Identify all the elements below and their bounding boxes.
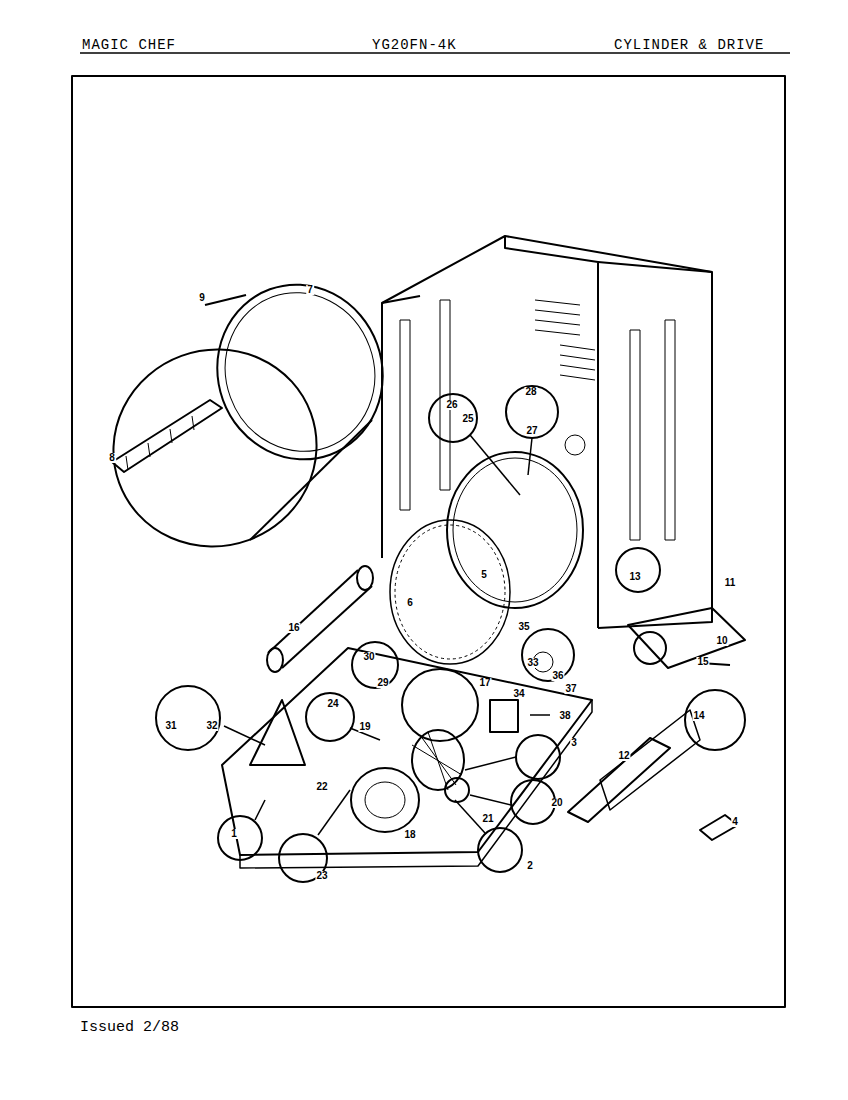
callout-number: 19	[358, 722, 371, 732]
callout-number: 10	[715, 636, 728, 646]
callout-number: 21	[481, 814, 494, 824]
callout-number: 22	[315, 782, 328, 792]
header-text: YG20FN-4K	[372, 38, 457, 52]
callout-number: 13	[628, 572, 641, 582]
callout-number: 35	[517, 622, 530, 632]
callout-number: 24	[326, 699, 339, 709]
callout-number: 5	[480, 570, 488, 580]
callout-number: 3	[570, 738, 578, 748]
callout-number: 17	[478, 678, 491, 688]
callout-number: 7	[306, 285, 314, 295]
callout-number: 32	[205, 721, 218, 731]
callout-number: 26	[445, 400, 458, 410]
callout-number: 29	[376, 678, 389, 688]
callout-number: 27	[525, 426, 538, 436]
callout-number: 34	[512, 689, 525, 699]
header-text: MAGIC CHEF	[82, 38, 176, 52]
callout-number: 11	[724, 578, 737, 588]
callout-number: 12	[617, 751, 630, 761]
callout-number: 36	[551, 671, 564, 681]
callout-number: 31	[164, 721, 177, 731]
callout-number: 28	[524, 387, 537, 397]
callout-number: 4	[731, 817, 739, 827]
callout-number: 38	[558, 711, 571, 721]
callout-number: 2	[526, 861, 534, 871]
issue-date: Issued 2/88	[80, 1020, 179, 1035]
callout-number: 25	[461, 414, 474, 424]
callout-number: 33	[526, 658, 539, 668]
callout-number: 16	[287, 623, 300, 633]
callout-number: 18	[403, 830, 416, 840]
callout-number: 6	[406, 598, 414, 608]
callout-number: 20	[550, 798, 563, 808]
callout-number: 23	[315, 871, 328, 881]
callout-number: 9	[198, 293, 206, 303]
callout-number: 1	[230, 829, 238, 839]
callout-number: 30	[362, 652, 375, 662]
callout-number: 8	[108, 453, 116, 463]
header-text: CYLINDER & DRIVE	[614, 38, 764, 52]
callout-number: 37	[564, 684, 577, 694]
callout-number: 15	[696, 657, 709, 667]
callout-number: 14	[692, 711, 705, 721]
